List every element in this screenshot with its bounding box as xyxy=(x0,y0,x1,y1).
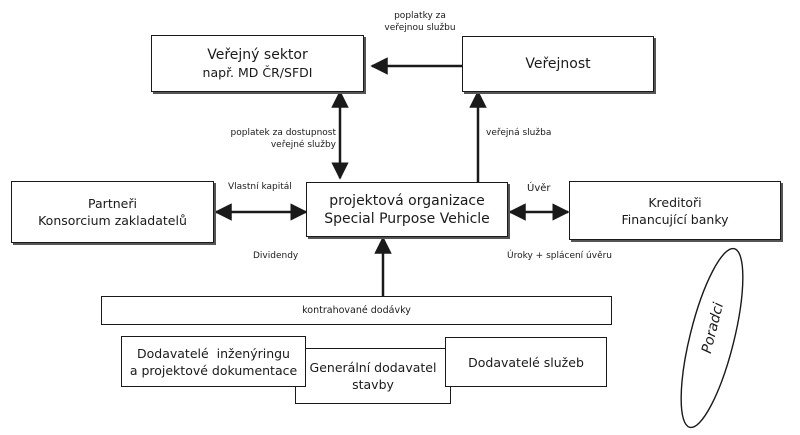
node-dodavatele-ing-line2: a projektové dokumentace xyxy=(129,362,298,378)
node-dodavatele-sluzeb-label: Dodavatelé služeb xyxy=(468,354,584,370)
node-verejnost: Veřejnost xyxy=(462,36,654,92)
node-dodavatele-ing-line1: Dodavatelé inženýringu xyxy=(137,345,290,361)
node-spv-line2: Special Purpose Vehicle xyxy=(324,210,490,227)
label-vlastni-kapital-text: Vlastní kapitál xyxy=(228,182,292,192)
label-dividendy: Dividendy xyxy=(253,250,298,262)
label-uver-text: Úvěr xyxy=(527,183,551,194)
label-poplatek-line1: poplatek za dostupnost xyxy=(230,128,336,138)
node-partneri-line2: Konsorcium zakladatelů xyxy=(38,213,187,228)
label-uroky-splaceni: Úroky + splácení úvěru xyxy=(507,250,612,262)
label-vlastni-kapital: Vlastní kapitál xyxy=(228,181,292,193)
node-kreditori-line1: Kreditoři xyxy=(648,194,702,210)
node-verejny-sektor-subtitle: např. MD ČR/SFDI xyxy=(202,65,313,80)
label-dividendy-text: Dividendy xyxy=(253,251,299,261)
node-verejny-sektor: Veřejný sektor např. MD ČR/SFDI xyxy=(151,35,364,92)
label-poplatek-line2: veřejné služby xyxy=(270,140,336,150)
node-kreditori-line2: Financující banky xyxy=(621,211,729,227)
node-verejnost-label: Veřejnost xyxy=(525,56,591,72)
node-verejny-sektor-title: Veřejný sektor xyxy=(207,47,308,63)
node-generalni-line2: stavby xyxy=(352,377,394,392)
node-partneri-line1: Partneři xyxy=(88,196,137,211)
poradci-ellipse-shape xyxy=(680,247,744,429)
node-dodavatele-sluzeb: Dodavatelé služeb xyxy=(445,337,607,387)
node-poradci: Poradci xyxy=(680,244,744,432)
label-verejna-sluzba-text: veřejná služba xyxy=(486,128,552,138)
node-dodavatele-inzenyringu: Dodavatelé inženýringu a projektové doku… xyxy=(121,336,306,387)
label-uroky-text: Úroky + splácení úvěru xyxy=(507,251,613,261)
node-partneri: Partneři Konsorcium zakladatelů xyxy=(11,181,214,243)
label-poplatky-line2: veřejnou službu xyxy=(384,23,456,33)
node-generalni-line1: Generální dodavatel xyxy=(309,360,437,375)
label-poplatky-line1: poplatky za xyxy=(394,11,446,21)
node-kontrahovane-label: kontrahované dodávky xyxy=(302,305,411,316)
node-kreditori: Kreditoři Financující banky xyxy=(569,181,781,240)
label-poplatky-za-verejnou-sluzbu: poplatky za veřejnou službu xyxy=(372,10,468,34)
node-kontrahovane-dodavky: kontrahované dodávky xyxy=(101,296,612,325)
node-projektova-organizace: projektová organizace Special Purpose Ve… xyxy=(306,182,508,237)
label-poplatek-za-dostupnost: poplatek za dostupnost veřejné služby xyxy=(226,127,336,151)
label-uver: Úvěr xyxy=(527,183,551,195)
node-spv-line1: projektová organizace xyxy=(329,192,485,209)
label-verejna-sluzba: veřejná služba xyxy=(486,127,551,139)
node-generalni-dodavatel: Generální dodavatel stavby xyxy=(295,348,451,404)
